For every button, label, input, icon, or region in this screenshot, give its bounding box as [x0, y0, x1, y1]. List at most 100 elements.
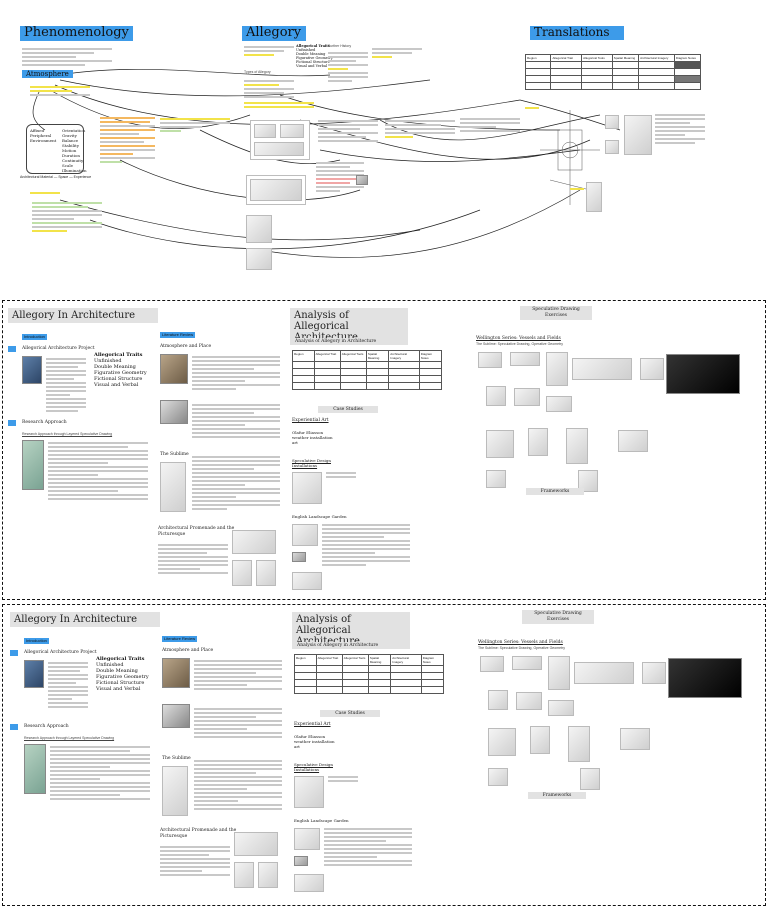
heading-translations: Translations: [530, 25, 624, 40]
frame2-drawing-12: [620, 728, 650, 750]
table-header: Region: [524, 54, 552, 62]
frame1-drawing-9: [486, 430, 514, 458]
table-header: Architectural Imagery: [388, 350, 420, 362]
frame1-drawing-3: [546, 352, 568, 386]
allegory-traits-label: Allegorical Traits: [296, 44, 330, 48]
trait-item: Unfinished: [96, 662, 124, 668]
trait-item: Figurative Geometry: [96, 674, 149, 680]
trait-item: Visual and Verbal: [96, 686, 141, 692]
frame2-introduction-tag: Introduction: [24, 638, 49, 644]
allegory-sketch-card: [246, 175, 306, 205]
frame2-title-left: Allegory In Architecture: [10, 612, 160, 627]
allegory-col-notes: [318, 118, 378, 144]
frame2-drawing-13: [488, 768, 508, 786]
frame1-frameworks: Frameworks: [526, 488, 584, 495]
trait-item: Fictional Structure: [296, 60, 330, 64]
frame-allegory-in-architecture-copy: [2, 604, 766, 906]
table-header: Region: [292, 350, 315, 362]
phenomenology-quotes: [30, 190, 90, 196]
phenomenology-green-notes: [32, 200, 102, 234]
frame1-drawing-6: [486, 386, 506, 406]
frame1-promenade-image-2: [232, 560, 252, 586]
table-row: [292, 368, 443, 376]
frame2-research-label: Research Approach: [24, 724, 69, 729]
trait-item: Figurative Geometry: [296, 56, 333, 60]
frame1-lit-text-2: [192, 402, 280, 440]
frame2-drawing-2: [512, 656, 542, 670]
table-header: Allegorical Trait: [315, 654, 343, 666]
frame2-drawing-14: [580, 768, 600, 790]
frame2-drawing-5: [642, 662, 666, 684]
frame1-project-marker: [8, 346, 16, 352]
frame2-promenade: Architectural Promenade and the Pictures…: [160, 828, 237, 839]
frame2-lit-review-tag: Literature Review: [162, 636, 198, 642]
frame1-garden-image-3: [292, 572, 322, 590]
frame2-project-text: [48, 660, 88, 710]
translations-table: Region Allegorical Trait Allegorical Too…: [524, 54, 702, 90]
frame2-lit-image-2: [162, 704, 190, 728]
table-header: Allegorical Trait: [550, 54, 583, 62]
frame1-research-sub: Research Approach through Layered Specul…: [22, 432, 113, 436]
frame1-title-left: Allegory In Architecture: [8, 308, 158, 323]
frame1-atmosphere-image: [160, 354, 188, 384]
frame2-drawing-10: [530, 726, 550, 754]
frame2-drawing-3: [548, 656, 570, 690]
frame2-research-sub: Research Approach through Layered Specul…: [24, 736, 115, 740]
table-header: Allegorical Tools: [581, 54, 613, 62]
frame1-promenade-image-3: [256, 560, 276, 586]
table-header: Spatial Meaning: [365, 350, 390, 362]
translation-notes: [655, 112, 705, 146]
table-header: Diagram Notes: [420, 654, 445, 666]
frame2-drawing-8: [548, 700, 574, 716]
table-header: Region: [294, 654, 317, 666]
allegory-diagram-card: [250, 120, 310, 160]
frame2-drawing-9: [488, 728, 516, 756]
frame1-drawing-11: [566, 428, 588, 464]
allegory-col-notes-2: [385, 118, 455, 140]
frame2-atmosphere-text: [194, 658, 282, 692]
trait-item: Fictional Structure: [94, 376, 143, 382]
frame2-sublime-image: [162, 766, 188, 816]
frame2-drawing-dark: [668, 658, 742, 698]
frame2-speculative-design: Speculative Design Installations: [294, 762, 333, 772]
frame2-promenade-text: [160, 844, 230, 878]
frame2-promenade-image-2: [234, 862, 254, 888]
frame1-analysis-table: Region Allegorical Trait Allegorical Too…: [292, 350, 443, 390]
table-header: Allegorical Tools: [339, 350, 367, 362]
frame1-analysis-sub: Analysis of Allegory in Architecture: [292, 338, 402, 345]
allegory-photo-2: [246, 248, 272, 270]
frame1-drawing-14: [578, 470, 598, 492]
frame1-drawing-7: [514, 388, 540, 406]
atmosphere-notes: [30, 84, 90, 98]
phenomenology-notes: [22, 46, 112, 68]
frame2-promenade-image-1: [234, 832, 278, 856]
trait-item: Visual and Verbal: [94, 382, 139, 388]
frame1-drawing-2: [510, 352, 540, 366]
frame2-research-text: [50, 744, 150, 802]
frame1-drawing-dark: [666, 354, 740, 394]
frame1-english-garden: English Landscape Garden: [292, 514, 347, 519]
traits-label: Allegorical Traits: [96, 656, 145, 662]
frame2-project-book-image: [24, 660, 44, 688]
trait-item: Fictional Structure: [96, 680, 145, 686]
frame2-drawing-7: [516, 692, 542, 710]
heading-allegory: Allegory: [242, 25, 306, 41]
translation-thumb-3: [586, 182, 602, 212]
types-notes: [244, 78, 294, 100]
table-header: Spatial Meaning: [367, 654, 392, 666]
frame2-english-garden: English Landscape Garden: [294, 818, 349, 823]
material-caption: Architectural Material — Space — Experie…: [20, 175, 92, 179]
frame2-research-image: [24, 744, 46, 794]
frame1-research-text: [48, 440, 148, 502]
heading-atmosphere: Atmosphere: [22, 70, 73, 79]
table-header: Architectural Imagery: [638, 54, 675, 62]
frame2-garden-image-1: [294, 828, 320, 850]
frame2-lit-text-2: [194, 706, 282, 740]
frame1-traits: Allegorical Traits Unfinished Double Mea…: [94, 352, 147, 388]
table-row: [292, 361, 443, 369]
table-row: [292, 375, 443, 383]
table-row: [524, 75, 702, 83]
allegory-photo-1: [246, 215, 272, 243]
atmosphere-orange-notes: [100, 115, 155, 165]
frame2-analysis-sub: Analysis of Allegory in Architecture: [294, 642, 404, 649]
